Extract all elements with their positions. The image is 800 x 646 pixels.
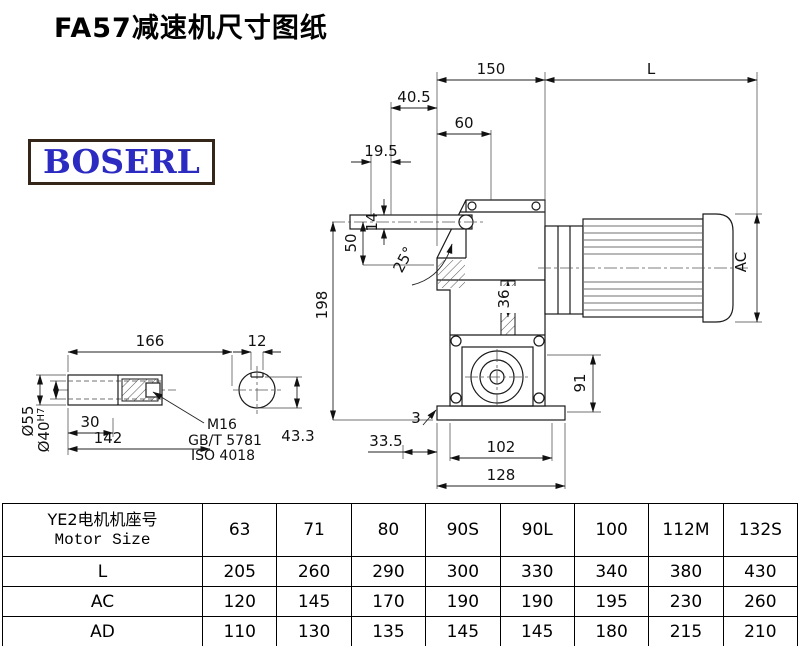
motor-adapter bbox=[544, 225, 584, 315]
dimension-lines bbox=[330, 77, 760, 489]
table-cell: 145 bbox=[276, 586, 352, 617]
table-row-AC: AC 120 145 170 190 190 195 230 260 bbox=[2, 586, 799, 617]
header-cell: 71 bbox=[276, 503, 352, 557]
table-cell: 135 bbox=[350, 616, 427, 646]
table-row-AD: AD 110 130 135 145 145 180 215 210 bbox=[2, 616, 799, 646]
table-cell: 190 bbox=[425, 586, 501, 617]
dim-142: 142 bbox=[94, 429, 123, 447]
dim-166: 166 bbox=[136, 332, 165, 350]
header-cell: 112M bbox=[648, 503, 724, 557]
dim-36: 36 bbox=[495, 289, 513, 308]
top-bolt-icon bbox=[467, 201, 477, 211]
table-row-L: L 205 260 290 300 330 340 380 430 bbox=[2, 556, 799, 587]
table-cell: 190 bbox=[499, 586, 575, 617]
dimension-lines bbox=[37, 349, 300, 452]
table-header-row: YE2电机机座号 Motor Size 63 71 80 90S 90L 100… bbox=[2, 503, 799, 557]
table-cell: 205 bbox=[201, 556, 278, 587]
table-cell: 170 bbox=[350, 586, 427, 617]
table-cell: 180 bbox=[573, 616, 650, 646]
technical-drawing: 150 L 40.5 60 19.5 50 14 25° 198 36 AC 9… bbox=[19, 60, 762, 489]
dim-150: 150 bbox=[477, 60, 506, 78]
base-plate bbox=[436, 405, 566, 421]
header-cell: 132S bbox=[722, 503, 799, 557]
table-cell: 210 bbox=[722, 616, 799, 646]
dim-43-3: 43.3 bbox=[281, 427, 314, 445]
header-cell: 90L bbox=[499, 503, 575, 557]
dim-30: 30 bbox=[80, 413, 99, 431]
row-label: AC bbox=[2, 586, 203, 617]
dim-dia-55: Ø55 bbox=[19, 406, 37, 437]
table-cell: 110 bbox=[201, 616, 278, 646]
header-motor-size-cn: YE2电机机座号 bbox=[47, 510, 158, 529]
dim-19-5: 19.5 bbox=[364, 142, 397, 160]
gearbox-housing bbox=[436, 199, 546, 407]
header-cell: 90S bbox=[425, 503, 501, 557]
table-cell: 215 bbox=[648, 616, 724, 646]
dim-40-5: 40.5 bbox=[397, 88, 430, 106]
dim-60: 60 bbox=[454, 114, 473, 132]
table-cell: 330 bbox=[499, 556, 575, 587]
dim-L: L bbox=[647, 60, 656, 78]
dim-102: 102 bbox=[487, 438, 516, 456]
table-cell: 230 bbox=[648, 586, 724, 617]
note-gbt-5781: GB/T 5781 bbox=[188, 433, 262, 449]
table-cell: 195 bbox=[573, 586, 650, 617]
row-label: AD bbox=[2, 616, 203, 646]
dim-91: 91 bbox=[571, 373, 589, 392]
table-cell: 380 bbox=[648, 556, 724, 587]
dim-128: 128 bbox=[487, 466, 516, 484]
dim-AC: AC bbox=[732, 252, 750, 272]
motor-size-table: YE2电机机座号 Motor Size 63 71 80 90S 90L 100… bbox=[2, 503, 799, 646]
table-cell: 130 bbox=[276, 616, 352, 646]
table-cell: 430 bbox=[722, 556, 799, 587]
table-cell: 290 bbox=[350, 556, 427, 587]
header-cell: 100 bbox=[573, 503, 650, 557]
output-shaft-detail: 166 12 Ø55 Ø40H7 30 142 43.3 M16 GB/T 57… bbox=[19, 332, 315, 464]
dim-198: 198 bbox=[313, 291, 331, 320]
table-cell: 120 bbox=[201, 586, 278, 617]
motor-fins bbox=[584, 225, 702, 311]
page-title: FA57减速机尺寸图纸 bbox=[54, 13, 328, 44]
header-motor-size: YE2电机机座号 Motor Size bbox=[2, 503, 203, 557]
dim-12: 12 bbox=[247, 332, 266, 350]
boserl-logo: BOSERL bbox=[28, 139, 215, 185]
table-cell: 300 bbox=[425, 556, 501, 587]
dim-3: 3 bbox=[411, 409, 421, 427]
output-flange bbox=[461, 346, 534, 407]
note-iso-4018: ISO 4018 bbox=[191, 448, 255, 464]
table-cell: 145 bbox=[499, 616, 575, 646]
table-cell: 260 bbox=[276, 556, 352, 587]
main-view: 150 L 40.5 60 19.5 50 14 25° 198 36 AC 9… bbox=[313, 60, 762, 489]
dim-33-5: 33.5 bbox=[369, 432, 402, 450]
table-cell: 145 bbox=[425, 616, 501, 646]
dim-dia-40-h7: Ø40H7 bbox=[35, 408, 53, 453]
dim-14: 14 bbox=[363, 212, 381, 231]
header-cell: 63 bbox=[201, 503, 278, 557]
dim-50: 50 bbox=[342, 233, 360, 252]
table-cell: 260 bbox=[722, 586, 799, 617]
row-label: L bbox=[2, 556, 203, 587]
note-m16: M16 bbox=[207, 417, 237, 433]
header-cell: 80 bbox=[350, 503, 427, 557]
header-motor-size-en: Motor Size bbox=[54, 531, 151, 549]
table-cell: 340 bbox=[573, 556, 650, 587]
top-bolt-icon bbox=[531, 201, 541, 211]
dim-25deg: 25° bbox=[389, 244, 417, 276]
